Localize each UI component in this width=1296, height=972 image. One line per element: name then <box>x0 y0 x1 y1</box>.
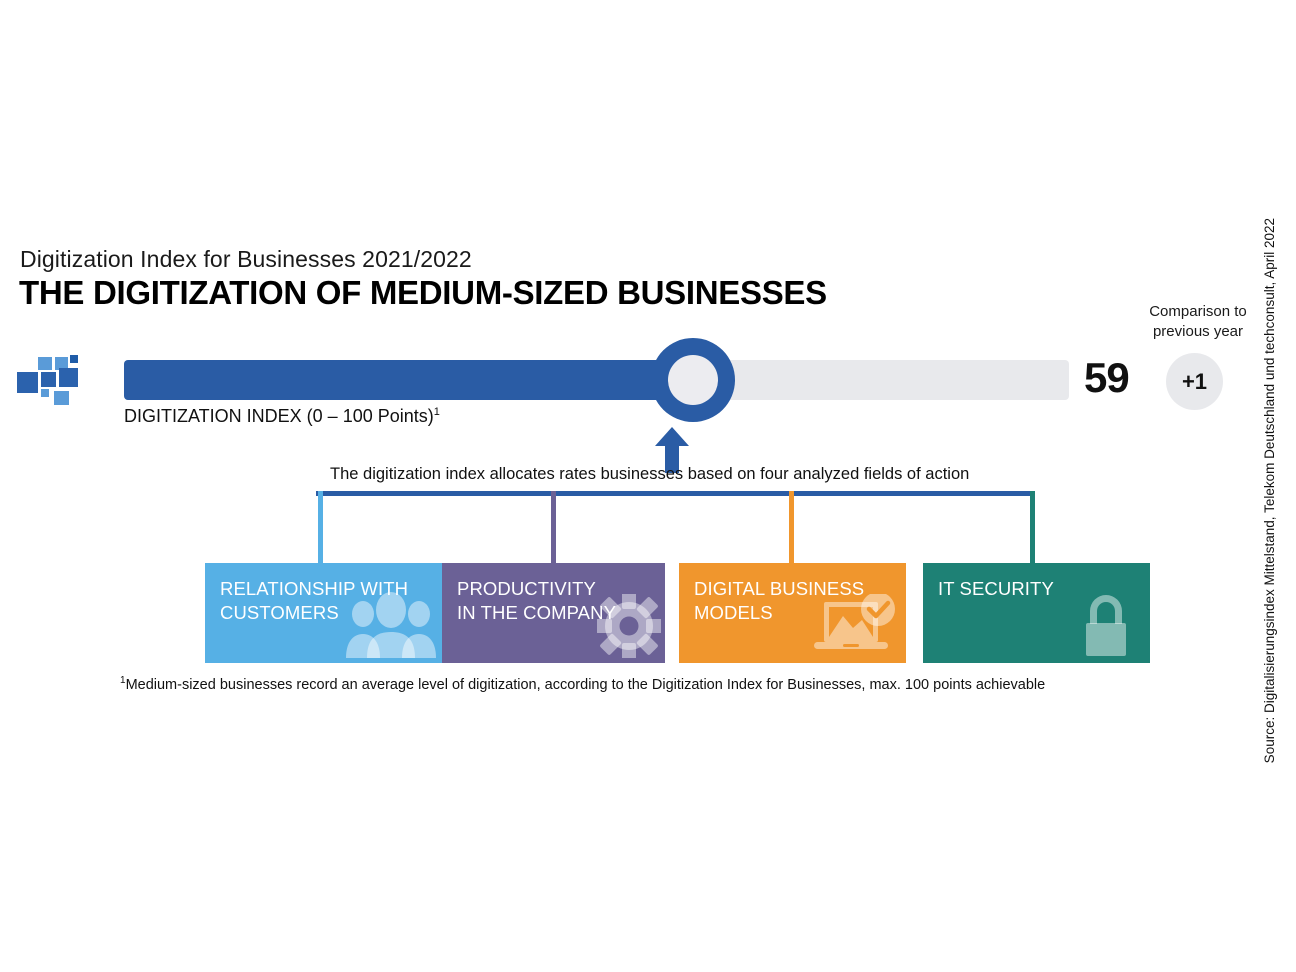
logo-square-4 <box>41 372 56 387</box>
connector-vertical-1 <box>318 491 323 563</box>
logo-square-5 <box>59 368 78 387</box>
comparison-label-line2: previous year <box>1152 323 1244 341</box>
slider-caption: DIGITIZATION INDEX (0 – 100 Points)1 <box>124 406 440 427</box>
digitization-index-slider[interactable] <box>124 338 1069 422</box>
footnote-text: Medium-sized businesses record an averag… <box>125 676 1046 693</box>
logo-square-6 <box>41 389 49 397</box>
comparison-label-line1: Comparison to <box>1149 303 1247 320</box>
connector-vertical-3 <box>789 491 794 563</box>
eyebrow-title: Digitization Index for Businesses 2021/2… <box>20 246 472 272</box>
padlock-icon <box>1078 594 1134 661</box>
telekom-digital-squares-logo <box>16 355 78 405</box>
source-credit: Source: Digitalisierungsindex Mittelstan… <box>1262 218 1277 764</box>
connector-vertical-2 <box>551 491 556 563</box>
index-score-value: 59 <box>1084 354 1130 401</box>
field-of-action-box-2[interactable]: PRODUCTIVITY IN THE COMPANY <box>442 563 665 663</box>
connector-horizontal <box>316 491 1035 496</box>
field-of-action-box-3[interactable]: DIGITAL BUSINESS MODELS <box>679 563 906 663</box>
slider-caption-text: DIGITIZATION INDEX (0 – 100 Points) <box>124 406 434 426</box>
field-of-action-box-4[interactable]: IT SECURITY <box>923 563 1150 663</box>
fields-of-action-caption: The digitization index allocates rates b… <box>330 465 970 483</box>
gear-icon <box>594 591 664 663</box>
footnote-marker: 1 <box>120 675 126 686</box>
field-of-action-label-1: RELATIONSHIP WITH CUSTOMERS <box>220 578 409 624</box>
comparison-label: Comparison to previous year <box>1128 302 1268 343</box>
page-title: THE DIGITIZATION OF MEDIUM-SIZED BUSINES… <box>19 274 827 311</box>
connector-vertical-4 <box>1030 491 1035 563</box>
slider-caption-footnote-marker: 1 <box>433 406 440 418</box>
logo-square-1 <box>55 357 68 370</box>
field-of-action-box-1[interactable]: RELATIONSHIP WITH CUSTOMERS <box>205 563 443 663</box>
logo-square-0 <box>38 357 52 370</box>
field-of-action-label-4: IT SECURITY <box>938 578 1054 599</box>
slider-knob-center <box>668 355 718 405</box>
logo-square-2 <box>70 355 78 363</box>
field-of-action-label-2: PRODUCTIVITY IN THE COMPANY <box>457 578 617 624</box>
footnote: 1Medium-sized businesses record an avera… <box>120 675 1045 693</box>
slider-fill <box>124 360 681 400</box>
logo-square-3 <box>17 372 38 393</box>
laptop-check-icon <box>810 592 902 663</box>
people-group-icon <box>345 592 437 663</box>
logo-square-7 <box>54 391 69 405</box>
slider-knob[interactable] <box>651 338 735 422</box>
arrow-up-icon <box>655 427 689 473</box>
field-of-action-label-3: DIGITAL BUSINESS MODELS <box>694 578 865 624</box>
delta-badge: +1 <box>1166 353 1223 410</box>
